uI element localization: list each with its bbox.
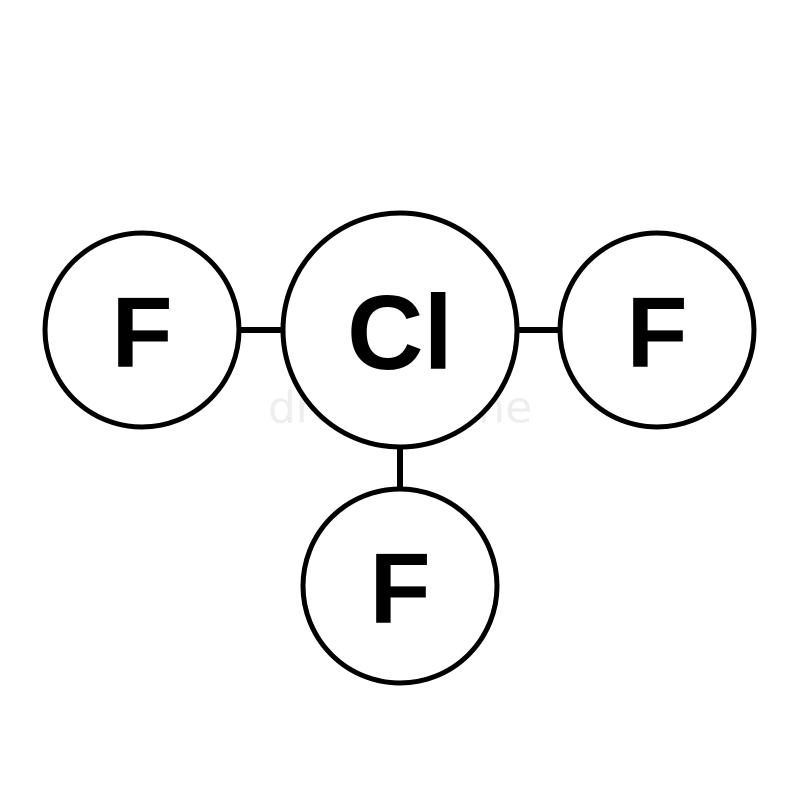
atom-right: F xyxy=(557,230,757,430)
atom-bottom-label: F xyxy=(369,533,430,645)
atom-left-label: F xyxy=(111,277,172,389)
atom-right-circle xyxy=(557,230,757,430)
atom-right-label: F xyxy=(626,277,687,389)
atom-center-label: Cl xyxy=(347,274,453,392)
atom-bottom: F xyxy=(300,486,500,686)
atom-center: Cl xyxy=(280,210,520,450)
atom-left: F xyxy=(42,230,242,430)
atom-center-circle xyxy=(280,210,520,450)
atom-bottom-circle xyxy=(300,486,500,686)
atom-left-circle xyxy=(42,230,242,430)
